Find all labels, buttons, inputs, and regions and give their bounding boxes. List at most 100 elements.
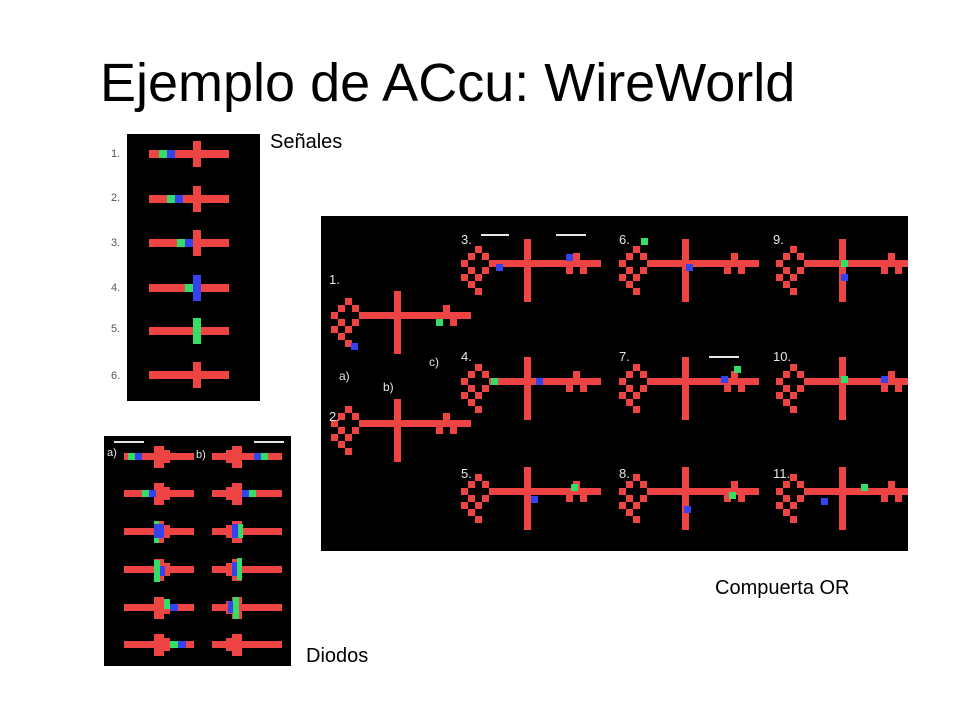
or-step-8-cell xyxy=(731,481,738,488)
diode-body xyxy=(232,446,242,468)
or-step-11-cell xyxy=(797,481,804,488)
electron-head xyxy=(841,274,848,281)
or-step-8-cell xyxy=(626,481,633,488)
or-step-10-cell xyxy=(790,364,797,371)
or-step-2-cell xyxy=(338,413,345,420)
diode-body xyxy=(164,563,170,576)
signal-wire-cross xyxy=(193,141,201,167)
or-step-9-cell xyxy=(797,267,804,274)
or-step-label: 2. xyxy=(329,409,340,424)
diodos-label: Diodos xyxy=(306,645,369,667)
or-step-6-stem xyxy=(682,239,689,302)
or-step-1-cell xyxy=(338,319,345,326)
diodos-panel: a) b) xyxy=(104,436,291,666)
or-step-5-cell xyxy=(468,509,475,516)
or-step-7-cell xyxy=(619,392,626,399)
or-step-3-cell xyxy=(468,267,475,274)
electron-head xyxy=(536,378,543,385)
or-step-9-cell xyxy=(895,267,902,274)
or-step-6-cell xyxy=(619,274,626,281)
or-step-label: 11. xyxy=(773,466,790,481)
or-step-4-cell xyxy=(475,364,482,371)
or-step-label: 9. xyxy=(773,232,784,247)
or-step-4-stem xyxy=(524,357,531,420)
or-step-5-cell xyxy=(475,516,482,523)
diode-body xyxy=(154,483,164,505)
or-step-9-cell xyxy=(783,253,790,260)
or-step-2-cell xyxy=(331,420,338,427)
diode-body xyxy=(154,446,164,468)
or-step-3-cell xyxy=(482,253,489,260)
diode-body xyxy=(164,450,170,463)
electron-tail xyxy=(436,319,443,326)
or-step-1-wire xyxy=(359,312,471,319)
or-step-6-cell xyxy=(626,253,633,260)
electron-tail xyxy=(841,376,848,383)
electron-tail xyxy=(238,524,243,538)
or-step-8-cell xyxy=(626,509,633,516)
or-step-label: 8. xyxy=(619,466,630,481)
or-step-9-cell xyxy=(790,274,797,281)
or-step-5-cell xyxy=(566,495,573,502)
electron-tail xyxy=(237,558,242,580)
electron-head xyxy=(821,498,828,505)
or-step-label: 4. xyxy=(461,349,472,364)
or-step-7-wire xyxy=(647,378,759,385)
or-step-10-cell xyxy=(895,385,902,392)
or-step-1-cell xyxy=(338,305,345,312)
or-step-7-cell xyxy=(640,371,647,378)
diode-body xyxy=(226,450,232,463)
or-step-11-cell xyxy=(790,474,797,481)
or-step-4-cell xyxy=(461,378,468,385)
slide-title: Ejemplo de ACcu: WireWorld xyxy=(100,53,796,113)
or-step-1-cell xyxy=(352,319,359,326)
or-step-9-cell xyxy=(790,246,797,253)
or-step-6-cell xyxy=(633,288,640,295)
or-step-5-stem xyxy=(524,467,531,530)
electron-tail xyxy=(164,599,170,609)
or-step-3-cell xyxy=(461,260,468,267)
or-step-8-cell xyxy=(640,495,647,502)
or-step-7-cell xyxy=(626,399,633,406)
electron-head xyxy=(496,264,503,271)
or-step-9-cell xyxy=(797,253,804,260)
or-step-2-cell xyxy=(345,434,352,441)
electron-tail xyxy=(142,490,149,497)
or-step-8-cell xyxy=(633,474,640,481)
electron-head xyxy=(686,264,693,271)
electron-tail xyxy=(571,484,578,491)
or-step-2-stem xyxy=(394,399,401,462)
or-step-5-cell xyxy=(482,481,489,488)
or-step-1-stem xyxy=(394,291,401,354)
or-step-10-cell xyxy=(783,385,790,392)
electron-head xyxy=(149,490,156,497)
or-step-8-stem xyxy=(682,467,689,530)
or-step-4-cell xyxy=(573,371,580,378)
or-step-6-wire xyxy=(647,260,759,267)
or-step-4-cell xyxy=(482,371,489,378)
diode-wire xyxy=(212,528,282,535)
diode-body xyxy=(164,525,170,538)
electron-tail xyxy=(641,238,648,245)
or-step-10-cell xyxy=(790,392,797,399)
senales-step-number: 6. xyxy=(111,370,121,382)
or-step-2-cell xyxy=(338,441,345,448)
or-step-6-cell xyxy=(738,267,745,274)
or-step-9-cell xyxy=(888,253,895,260)
arrow-left-icon xyxy=(709,356,739,358)
or-step-3-cell xyxy=(475,246,482,253)
or-step-3-cell xyxy=(573,253,580,260)
or-step-3-cell xyxy=(475,288,482,295)
or-step-10-stem xyxy=(839,357,846,420)
or-step-9-cell xyxy=(776,274,783,281)
or-step-11-cell xyxy=(783,495,790,502)
or-step-7-cell xyxy=(738,385,745,392)
electron-head xyxy=(232,562,237,576)
arrow-left-icon xyxy=(556,234,586,236)
or-step-7-cell xyxy=(640,385,647,392)
or-step-11-cell xyxy=(776,502,783,509)
or-step-11-cell xyxy=(783,509,790,516)
or-step-10-cell xyxy=(790,406,797,413)
or-step-8-cell xyxy=(640,481,647,488)
or-step-7-cell xyxy=(731,371,738,378)
